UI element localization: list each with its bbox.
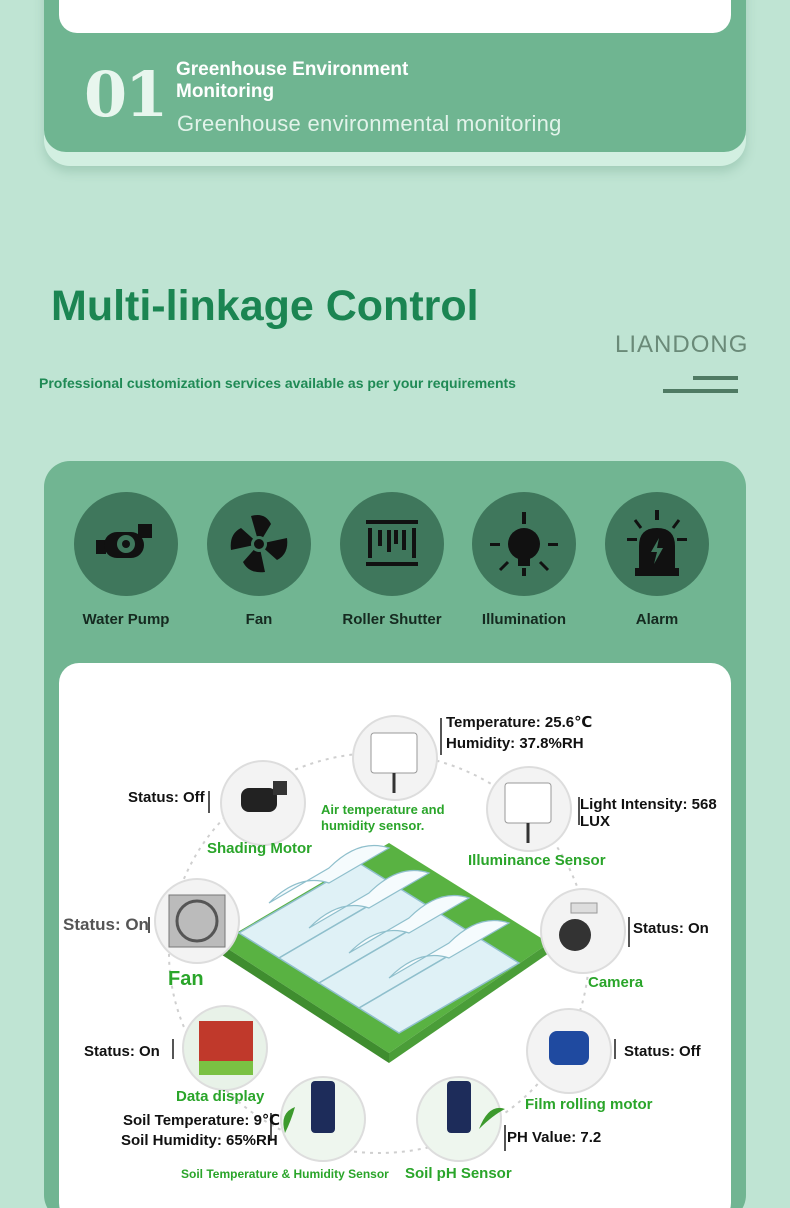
- device-label: Water Pump: [82, 611, 170, 628]
- device-alarm[interactable]: Alarm: [605, 492, 709, 628]
- soil-humidity-value: Soil Humidity: 65%RH: [121, 1132, 278, 1149]
- card-white-strip: [59, 0, 731, 33]
- page-title: Multi-linkage Control: [51, 282, 479, 330]
- camera-label: Camera: [588, 974, 644, 991]
- brand-label: LIANDONG: [615, 331, 749, 358]
- alarm-icon: [605, 492, 709, 596]
- section-subtitle: Greenhouse environmental monitoring: [177, 111, 562, 136]
- section-title: Greenhouse Environment Monitoring: [176, 59, 409, 102]
- illuminance-sensor-label: Illuminance Sensor: [468, 852, 606, 869]
- device-water-pump[interactable]: Water Pump: [74, 492, 178, 628]
- control-panel: Water Pump Fan: [44, 461, 746, 1208]
- data-display-label: Data display: [176, 1088, 265, 1105]
- light-bulb-icon: [472, 492, 576, 596]
- device-label: Roller Shutter: [342, 611, 442, 628]
- monitoring-card: 01 Greenhouse Environment Monitoring Gre…: [44, 0, 746, 166]
- film-motor-status: Status: Off: [624, 1043, 701, 1060]
- decor-line: [693, 376, 738, 380]
- device-label: Alarm: [635, 611, 679, 628]
- decor-line: [663, 389, 738, 393]
- device-roller-shutter[interactable]: Roller Shutter: [340, 492, 444, 628]
- shading-motor-label: Shading Motor: [207, 840, 312, 857]
- device-fan[interactable]: Fan: [207, 492, 311, 628]
- film-motor-label: Film rolling motor: [525, 1096, 653, 1113]
- soil-th-sensor-label: Soil Temperature & Humidity Sensor: [181, 1167, 389, 1181]
- air-temperature-value: Temperature: 25.6℃: [446, 714, 593, 731]
- page-subtitle: Professional customization services avai…: [39, 375, 516, 391]
- soil-temperature-value: Soil Temperature: 9℃: [123, 1112, 281, 1129]
- camera-status: Status: On: [633, 920, 709, 937]
- soil-ph-sensor-label: Soil pH Sensor: [405, 1165, 512, 1182]
- linkage-diagram: Temperature: 25.6℃ Humidity: 37.8%RH Air…: [59, 663, 731, 1208]
- fan-icon: [207, 492, 311, 596]
- section-number: 01: [84, 58, 168, 131]
- shading-motor-status: Status: Off: [128, 789, 205, 806]
- water-pump-icon: [74, 492, 178, 596]
- device-label: Illumination: [481, 611, 567, 628]
- roller-shutter-icon: [340, 492, 444, 596]
- light-intensity-value: Light Intensity: 568 LUX: [580, 796, 717, 830]
- ph-value: PH Value: 7.2: [507, 1129, 602, 1146]
- monitoring-card-body: 01 Greenhouse Environment Monitoring Gre…: [44, 0, 746, 152]
- device-illumination[interactable]: Illumination: [472, 492, 576, 628]
- fan-label: Fan: [168, 968, 204, 990]
- data-display-status: Status: On: [84, 1043, 160, 1060]
- fan-status: Status: On: [63, 915, 149, 934]
- device-label: Fan: [245, 611, 273, 628]
- air-humidity-value: Humidity: 37.8%RH: [446, 735, 584, 752]
- diagram-graphics: [148, 715, 630, 1162]
- air-sensor-label: Air temperature and humidity sensor.: [321, 802, 445, 833]
